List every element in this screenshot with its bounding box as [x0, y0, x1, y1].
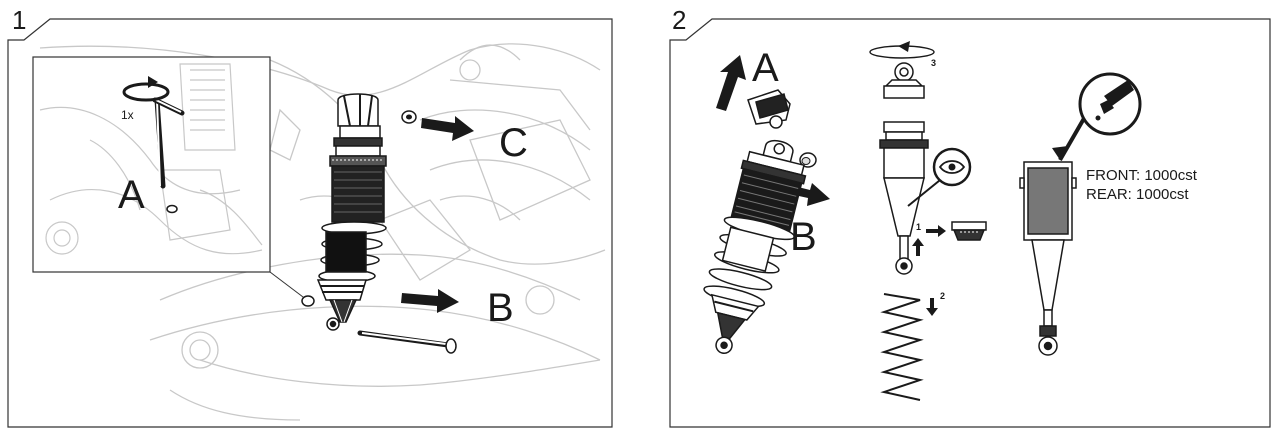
panel-2-oil-shock-body	[1019, 161, 1077, 356]
panel-2-shock-cap	[747, 89, 791, 129]
push-arrow-icon	[926, 225, 946, 237]
push-arrow-icon	[421, 116, 474, 141]
push-arrow-icon	[716, 55, 746, 111]
oil-spec-front: FRONT: 1000cst	[1086, 167, 1197, 184]
inset-leader-line	[269, 271, 308, 301]
panel-1-inset	[32, 56, 271, 273]
callout-b: B	[790, 215, 817, 259]
step-number: 1	[12, 5, 27, 35]
push-arrow-icon	[926, 298, 938, 316]
panel-2-nut	[799, 152, 817, 168]
substep-number: 2	[940, 291, 946, 301]
oil-spec-rear: REAR: 1000cst	[1086, 186, 1189, 203]
panel-1-shock-absorber	[316, 93, 387, 331]
panel-2-piston	[951, 221, 987, 241]
panel-2-top-cap	[883, 62, 925, 99]
rotate-arrow-icon	[869, 41, 935, 59]
panel-2-shock-absorber	[703, 139, 807, 355]
callout-a: A	[118, 173, 145, 217]
substep-number: 3	[931, 58, 937, 68]
panel-1-chassis-artwork	[39, 43, 606, 421]
panel-1-pin-b	[357, 330, 457, 354]
push-arrow-icon	[912, 238, 924, 256]
panel-1-frame	[7, 18, 613, 428]
panel-2-spring	[880, 293, 924, 401]
panel-2-body	[879, 121, 929, 275]
callout-c: C	[499, 121, 528, 165]
callout-a: A	[752, 46, 779, 90]
turn-count-label: 1x	[121, 108, 134, 122]
step-number: 2	[672, 5, 687, 35]
rotate-arrow-icon	[122, 76, 170, 102]
oil-bottle-icon	[1052, 72, 1142, 161]
hex-wrench-icon	[152, 97, 185, 189]
panel-2-frame	[669, 18, 1271, 428]
panel-1-nut-b	[301, 295, 315, 307]
screw-a-part	[166, 204, 178, 214]
callout-b: B	[487, 286, 514, 330]
inspect-eye-icon	[907, 147, 972, 207]
substep-number: 1	[916, 222, 922, 232]
push-arrow-icon	[401, 289, 459, 313]
panel-1-nut-c	[401, 110, 417, 124]
